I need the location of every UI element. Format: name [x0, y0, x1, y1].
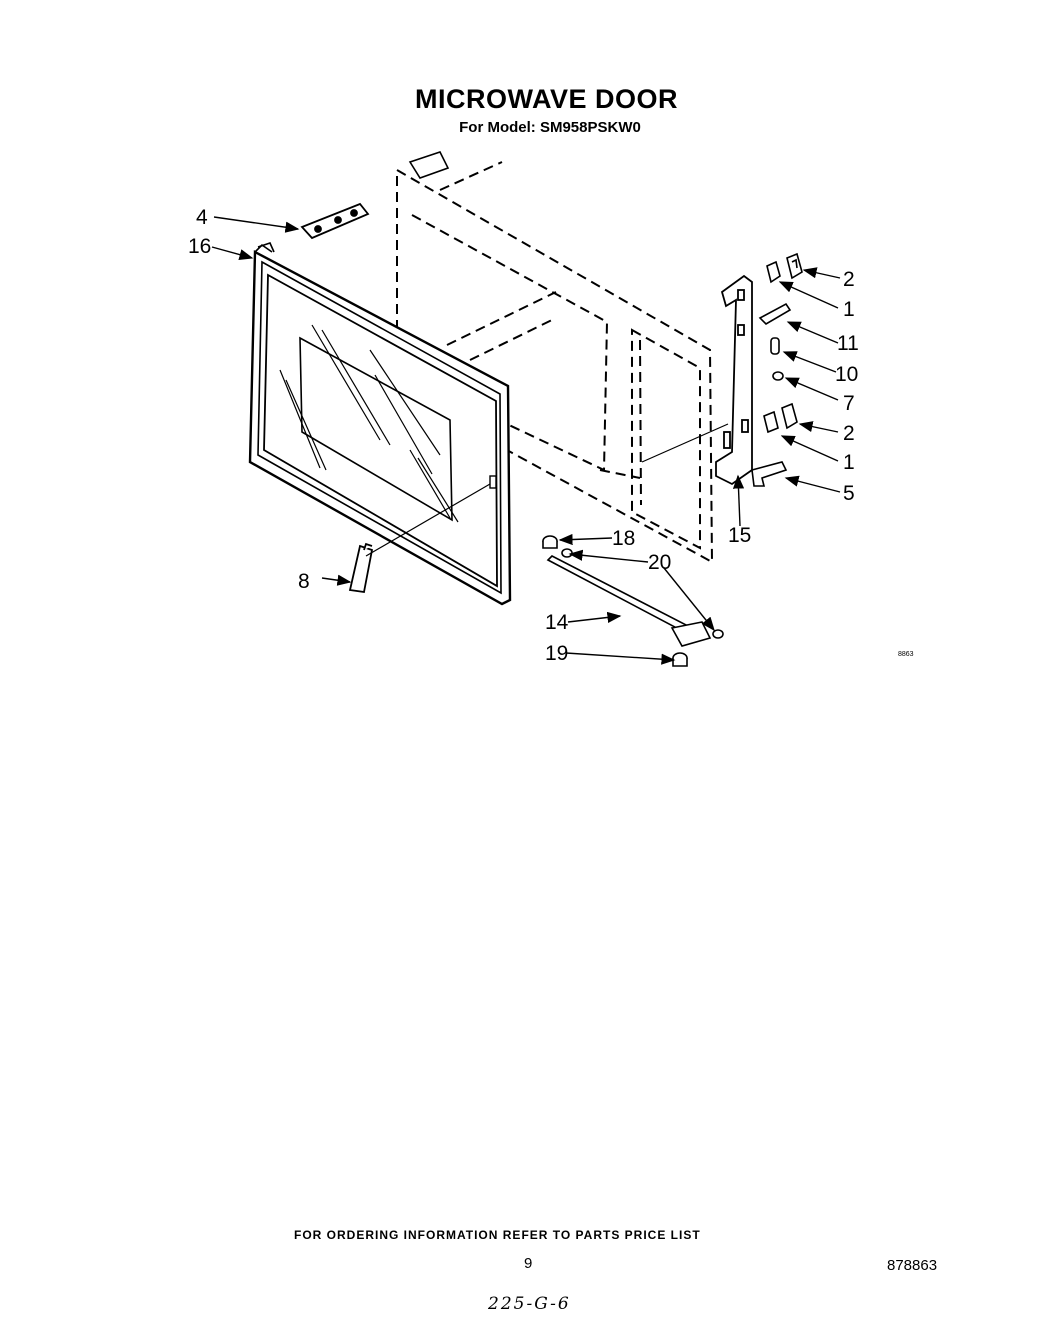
callout-labels: 4 16 8 2 1 11 10 7 2 1 5 15 18 20 14 19 …	[188, 206, 914, 665]
page-title: MICROWAVE DOOR	[415, 84, 678, 114]
actuator-part-11	[758, 302, 792, 326]
callout-5: 5	[843, 482, 855, 505]
callout-19: 19	[545, 642, 568, 665]
interlock-bracket-part-15	[715, 274, 753, 486]
callout-10: 10	[835, 363, 858, 386]
callout-16: 16	[188, 235, 211, 258]
door-assembly-part-16	[248, 242, 512, 606]
spring-part-10	[770, 337, 780, 355]
callout-4: 4	[196, 206, 208, 229]
latch-hook-part-8	[348, 542, 374, 594]
ordering-information-note: FOR ORDERING INFORMATION REFER TO PARTS …	[294, 1228, 701, 1242]
cabinet-frame-phantom	[396, 161, 714, 564]
door-link-assembly	[542, 535, 724, 667]
switch-parts-lower	[763, 402, 798, 434]
document-number: 878863	[887, 1257, 938, 1274]
page-number: 9	[524, 1255, 533, 1272]
callout-20: 20	[648, 551, 671, 574]
lever-part-5	[751, 461, 788, 487]
glass-reflection-lines	[279, 324, 459, 523]
callout-1-upper: 1	[843, 298, 855, 321]
bracket-leader-line	[641, 423, 729, 463]
callout-14: 14	[545, 611, 569, 634]
callout-leader-20-lower	[663, 567, 715, 632]
callout-7: 7	[843, 392, 855, 415]
callout-8: 8	[298, 570, 310, 593]
model-subtitle: For Model: SM958PSKW0	[459, 119, 641, 136]
top-tab-phantom	[408, 151, 450, 179]
hinge-plate-part-4	[300, 202, 370, 240]
callout-2-upper: 2	[843, 268, 855, 291]
latch-leader-line	[365, 483, 491, 557]
diagram-code: 8863	[898, 651, 914, 658]
callout-11: 11	[837, 332, 859, 355]
washer-part-7	[772, 371, 784, 381]
callout-1-lower: 1	[843, 451, 855, 474]
switch-parts-upper	[766, 252, 803, 284]
handwritten-note: 225-G-6	[488, 1294, 571, 1314]
callout-2-lower: 2	[843, 422, 855, 445]
callout-15: 15	[728, 524, 751, 547]
callout-18: 18	[612, 527, 635, 550]
callout-leader-lines	[211, 216, 841, 665]
